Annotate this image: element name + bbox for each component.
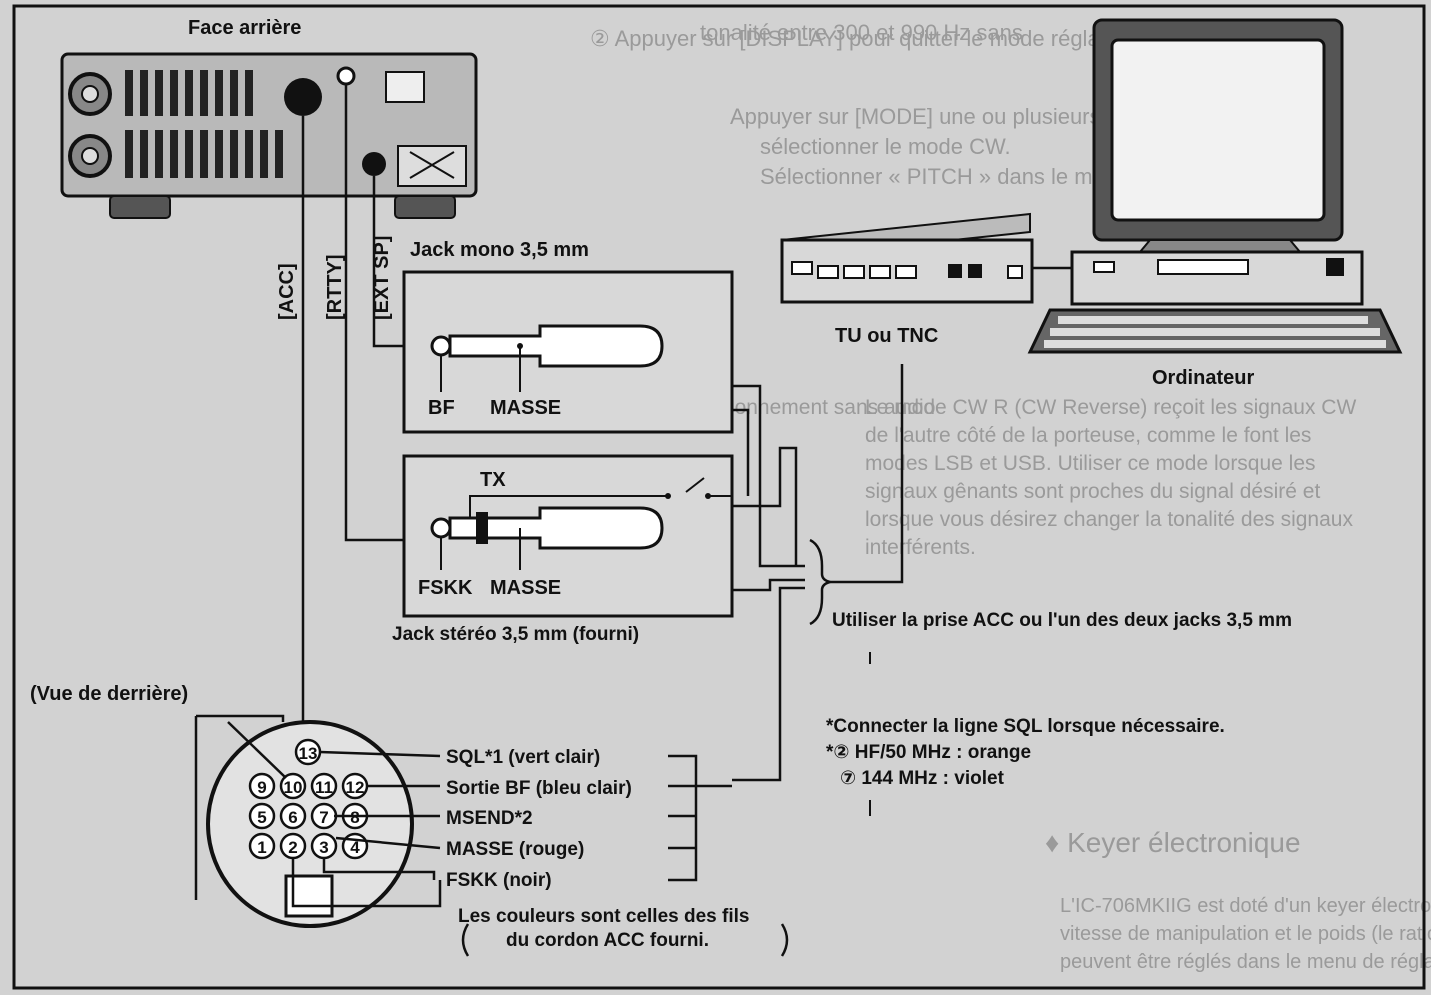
bg-text-bottom-1: L'IC-706MKIIG est doté d'un keyer électr… [1060, 895, 1431, 917]
pin-label-masse: MASSE (rouge) [446, 839, 584, 860]
bg-text-right-mid-4: signaux gênants sont proches du signal d… [865, 480, 1320, 503]
mono-plug [448, 324, 664, 368]
outer-frame [12, 4, 1426, 990]
stereo-plug [448, 506, 664, 550]
computer-label: Ordinateur [1152, 367, 1254, 389]
pin-1: 1 [257, 838, 266, 857]
pin-3: 3 [319, 838, 328, 857]
pin-label-fskk: FSKK (noir) [446, 870, 552, 891]
bg-text-right-mid-2: de l'autre côté de la porteuse, comme le… [865, 424, 1311, 447]
computer: Ordinateur [1027, 18, 1403, 389]
pin-7: 7 [319, 808, 328, 827]
jack-mono-box: Jack mono 3,5 mm BF MASSE [402, 239, 734, 434]
tx-label: TX [480, 469, 506, 491]
tnc-device: TU ou TNC [780, 212, 1034, 347]
acc-label: [ACC] [276, 263, 298, 320]
bg-text-right-mid-6: interférents. [865, 536, 976, 559]
masse-label: MASSE [490, 397, 561, 419]
pin-leader-lines [227, 721, 442, 908]
bg-text-right-2: sélectionner le mode CW. [760, 134, 1011, 159]
pin-12: 12 [346, 778, 365, 797]
stereo-jack-tip [430, 517, 452, 539]
pin-10: 10 [284, 778, 303, 797]
jack-mono-label: Jack mono 3,5 mm [410, 239, 589, 261]
pin-8: 8 [350, 808, 359, 827]
bf-label: BF [428, 397, 455, 419]
pin-label-sql: SQL*1 (vert clair) [446, 747, 600, 768]
pin-label-sortie-bf: Sortie BF (bleu clair) [446, 778, 632, 799]
rear-view-label: (Vue de derrière) [30, 683, 188, 705]
tx-switch [685, 477, 705, 493]
footnote-2: *② HF/50 MHz : orange [826, 742, 1031, 763]
masse2-label: MASSE [490, 577, 561, 599]
bg-text-right-mid-3: modes LSB et USB. Utiliser ce mode lorsq… [865, 452, 1316, 475]
footnote-3: ⑦ 144 MHz : violet [840, 768, 1005, 789]
fskk-label: FSKK [418, 577, 473, 599]
radio-foot-left [109, 195, 171, 219]
mono-jack-tip [430, 335, 452, 357]
pin-4: 4 [350, 838, 360, 857]
ethernet-style-port [385, 71, 425, 103]
colors-note-1: Les couleurs sont celles des fils [458, 906, 749, 927]
acc-socket [284, 78, 322, 116]
pin-6: 6 [288, 808, 297, 827]
pin-11: 11 [315, 778, 333, 797]
ext-sp-jack [362, 152, 386, 176]
bg-text-top-left: ② Appuyer sur [DISPLAY] pour quitter le … [590, 26, 1130, 51]
jack-wiring [732, 384, 805, 782]
jack-stereo-box: TX FSKK MASSE Jack stéréo 3,5 mm (fourni… [392, 454, 734, 645]
pin-5: 5 [257, 808, 266, 827]
heatsink-fins [125, 70, 283, 178]
use-note: Utiliser la prise ACC ou l'un des deux j… [832, 610, 1292, 631]
rear-panel: Face arrière [60, 17, 478, 219]
footnote-1: *Connecter la ligne SQL lorsque nécessai… [826, 716, 1225, 737]
pin-2: 2 [288, 838, 297, 857]
bg-text-top-right: tonalité entre 300 et 990 Hz sans [700, 20, 1023, 45]
pin-13: 13 [299, 744, 318, 763]
rtty-label: [RTTY] [324, 254, 346, 320]
bg-text-bottom-3: peuvent être réglés dans le menu de régl… [1060, 951, 1431, 973]
computer-screen [1110, 38, 1326, 222]
pin-9: 9 [257, 778, 266, 797]
rear-panel-label: Face arrière [188, 17, 301, 39]
tnc-link-line [830, 364, 904, 584]
ext-sp-label: [EXT SP] [371, 236, 393, 320]
rtty-jack [336, 66, 356, 86]
jack-stereo-label: Jack stéréo 3,5 mm (fourni) [392, 624, 639, 645]
bg-text-bottom-2: vitesse de manipulation et le poids (le … [1060, 923, 1431, 945]
radio-foot-right [394, 195, 456, 219]
tnc-label: TU ou TNC [835, 325, 938, 347]
bg-text-right-mid-5: lorsque vous désirez changer la tonalité… [865, 508, 1353, 531]
colors-note-2: du cordon ACC fourni. [506, 930, 709, 951]
pin-label-msend: MSEND*2 [446, 808, 533, 829]
bg-text-right-mid-1: Le mode CW R (CW Reverse) reçoit les sig… [865, 396, 1356, 419]
acc-pins: 13 9 10 11 12 5 6 7 8 1 2 3 4 [248, 738, 369, 860]
bg-text-heading: ♦ Keyer électronique [1045, 827, 1301, 858]
pin-output-lines [668, 754, 732, 882]
